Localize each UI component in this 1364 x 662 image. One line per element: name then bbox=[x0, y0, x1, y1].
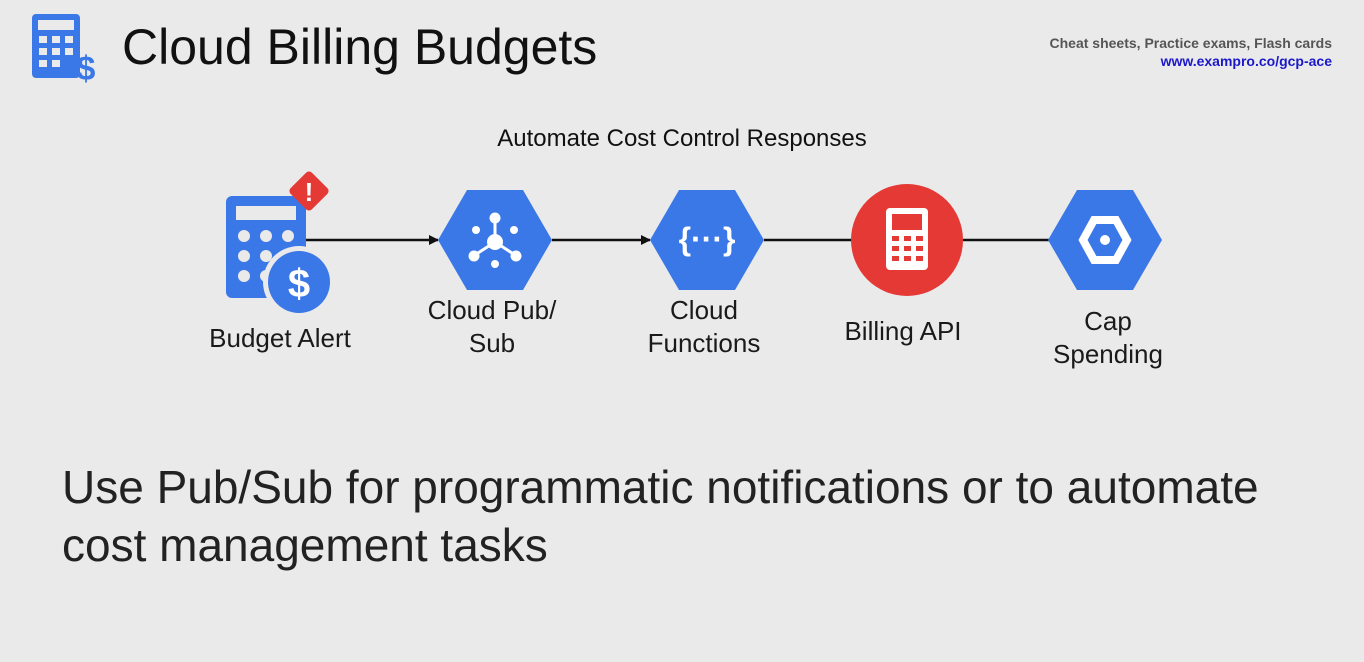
budget-calculator-icon: $ bbox=[32, 14, 96, 84]
budget-alert-icon: $ ! bbox=[226, 171, 335, 318]
pubsub-icon bbox=[438, 190, 552, 290]
svg-text:$: $ bbox=[77, 50, 96, 84]
node-label-billing-api: Billing API bbox=[844, 316, 962, 346]
node-label-cap-spending: Cap Spending bbox=[1053, 306, 1163, 369]
warning-icon: ! bbox=[289, 171, 329, 211]
node-label-cloud-functions: Cloud Functions bbox=[647, 295, 761, 358]
node-label-budget-alert: Budget Alert bbox=[209, 323, 351, 353]
cloud-functions-icon: {···} bbox=[650, 190, 764, 290]
promo-link[interactable]: www.exampro.co/gcp-ace bbox=[1160, 53, 1332, 69]
promo-tagline: Cheat sheets, Practice exams, Flash card… bbox=[1049, 35, 1332, 51]
svg-text:{···}: {···} bbox=[679, 221, 736, 257]
page-title: Cloud Billing Budgets bbox=[122, 19, 598, 75]
svg-text:$: $ bbox=[288, 262, 310, 306]
cap-spending-icon bbox=[1048, 190, 1162, 290]
node-label-pubsub: Cloud Pub/ Sub bbox=[427, 295, 557, 358]
promo-block: Cheat sheets, Practice exams, Flash card… bbox=[1050, 34, 1332, 70]
body-statement: Use Pub/Sub for programmatic notificatio… bbox=[62, 461, 1259, 571]
diagram-subtitle: Automate Cost Control Responses bbox=[497, 125, 867, 152]
billing-api-icon bbox=[851, 184, 963, 296]
svg-text:!: ! bbox=[305, 177, 314, 207]
flow-diagram: $ ! {···} bbox=[226, 171, 1162, 318]
